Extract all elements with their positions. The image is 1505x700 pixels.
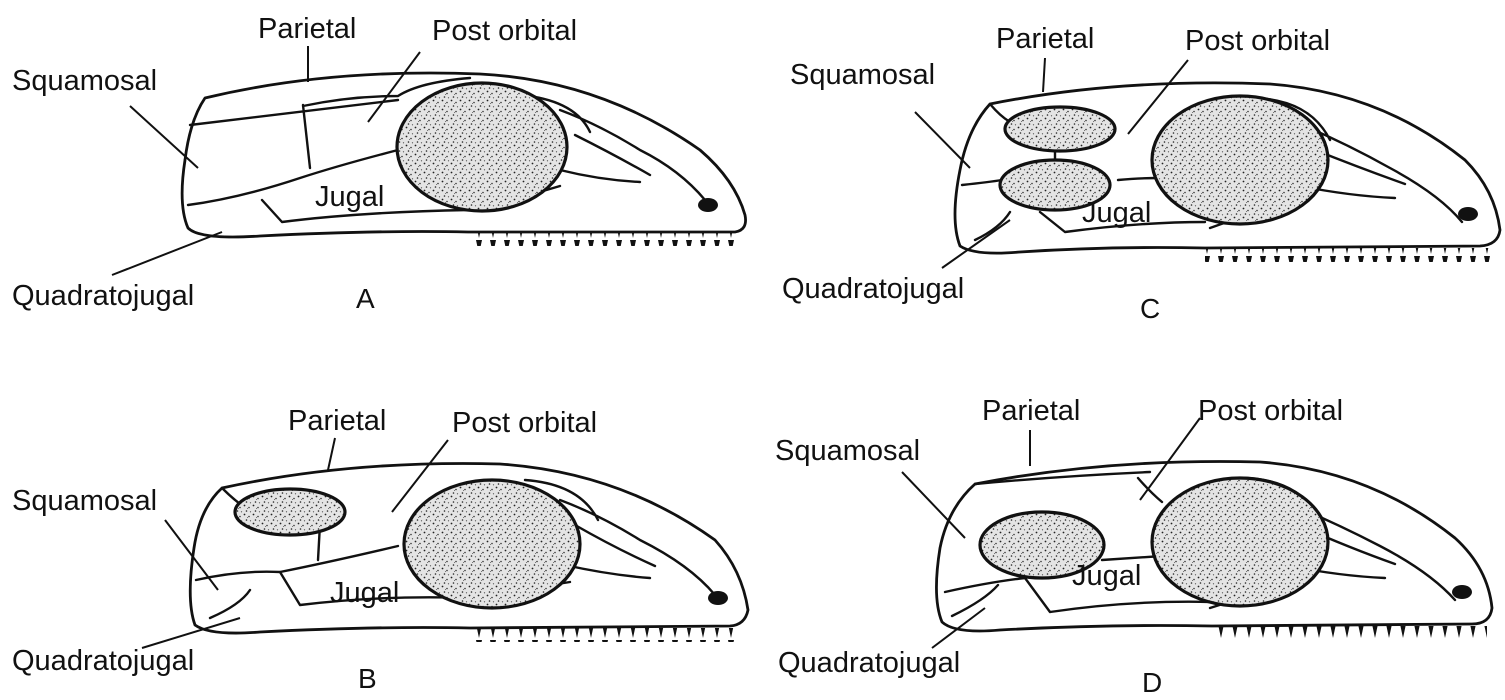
- label-post-orbital: Post orbital: [452, 407, 597, 439]
- label-parietal: Parietal: [982, 395, 1080, 427]
- label-quadratojugal: Quadratojugal: [12, 645, 194, 677]
- label-jugal: Jugal: [1082, 197, 1151, 229]
- label-jugal: Jugal: [330, 577, 399, 609]
- label-post-orbital: Post orbital: [432, 15, 577, 47]
- panel-d: Parietal Post orbital Squamosal Jugal Qu…: [775, 395, 1492, 698]
- label-squamosal: Squamosal: [12, 485, 157, 517]
- label-quadratojugal: Quadratojugal: [782, 273, 964, 305]
- label-parietal: Parietal: [258, 13, 356, 45]
- panel-letter: D: [1142, 667, 1162, 698]
- nostril: [1452, 585, 1472, 599]
- panel-letter: B: [358, 663, 377, 694]
- teeth: [472, 628, 742, 642]
- nostril: [708, 591, 728, 605]
- label-parietal: Parietal: [996, 23, 1094, 55]
- label-squamosal: Squamosal: [12, 65, 157, 97]
- nostril: [1458, 207, 1478, 221]
- panel-a: Parietal Post orbital Squamosal Jugal Qu…: [12, 13, 746, 314]
- teeth: [1212, 626, 1487, 640]
- label-quadratojugal: Quadratojugal: [12, 280, 194, 312]
- teeth: [468, 232, 736, 246]
- label-jugal: Jugal: [1072, 560, 1141, 592]
- label-squamosal: Squamosal: [790, 59, 935, 91]
- teeth: [1205, 248, 1495, 262]
- panel-b: Parietal Post orbital Squamosal Jugal Qu…: [12, 405, 748, 694]
- label-quadratojugal: Quadratojugal: [778, 647, 960, 679]
- temporal-opening: [235, 489, 345, 535]
- label-parietal: Parietal: [288, 405, 386, 437]
- orbit: [404, 480, 580, 608]
- label-jugal: Jugal: [315, 181, 384, 213]
- temporal-opening-upper: [1005, 107, 1115, 151]
- panel-letter: A: [356, 283, 375, 314]
- label-squamosal: Squamosal: [775, 435, 920, 467]
- panel-c: Parietal Post orbital Squamosal Jugal Qu…: [782, 23, 1500, 324]
- panel-letter: C: [1140, 293, 1160, 324]
- orbit: [397, 83, 567, 211]
- nostril: [698, 198, 718, 212]
- label-post-orbital: Post orbital: [1185, 25, 1330, 57]
- label-post-orbital: Post orbital: [1198, 395, 1343, 427]
- orbit: [1152, 478, 1328, 606]
- orbit: [1152, 96, 1328, 224]
